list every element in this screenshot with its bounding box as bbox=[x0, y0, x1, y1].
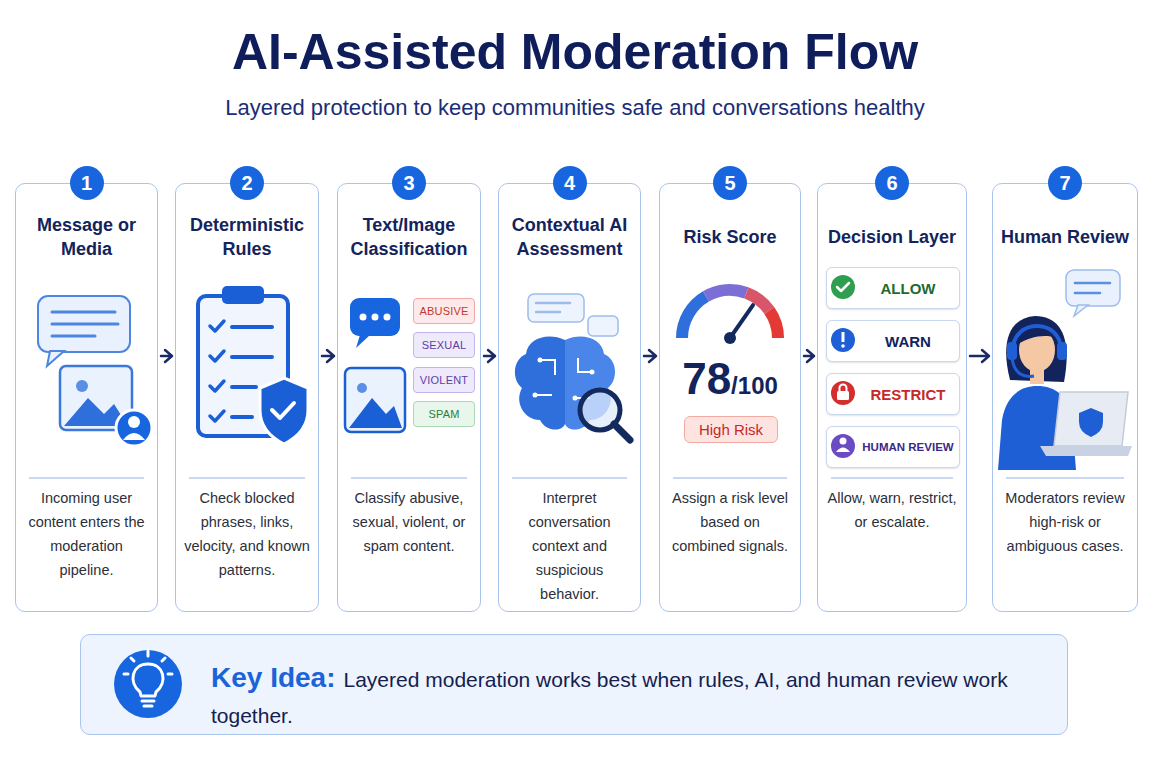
step-number: 5 bbox=[713, 166, 747, 200]
step-number: 7 bbox=[1048, 166, 1082, 200]
step-number: 4 bbox=[553, 166, 587, 200]
card-heading: Risk Score bbox=[664, 210, 796, 264]
tag-text: ABUSIVE bbox=[419, 305, 468, 317]
process-card: Risk Score 78/100Assign a risk level base… bbox=[659, 183, 801, 612]
card-description: Allow, warn, restrict, or escalate. bbox=[825, 486, 959, 534]
key-idea-label: Key Idea: bbox=[211, 662, 336, 693]
process-card: Deterministic RulesCheck blocked phrases… bbox=[175, 183, 319, 612]
pill-text: High Risk bbox=[699, 421, 763, 438]
card-description: Moderators review high-risk or ambiguous… bbox=[1000, 486, 1130, 558]
card-description: Check blocked phrases, links, velocity, … bbox=[183, 486, 311, 582]
num-text: 3 bbox=[403, 173, 414, 193]
arrow-path bbox=[484, 350, 495, 362]
num-text: 2 bbox=[241, 173, 252, 193]
arrow-path bbox=[804, 350, 814, 362]
flow-arrow bbox=[804, 350, 814, 362]
tag-text: SPAM bbox=[428, 408, 459, 420]
process-card: Contextual AI AssessmentInterpret conver… bbox=[498, 183, 641, 612]
decision-button: RESTRICT bbox=[826, 373, 960, 415]
decision-button: HUMAN REVIEW bbox=[826, 426, 960, 468]
card-description: Classify abusive, sexual, violent, or sp… bbox=[345, 486, 473, 558]
process-card: Message or MediaIncoming user content en… bbox=[15, 183, 158, 612]
flow-arrow bbox=[644, 350, 656, 362]
category-tag: ABUSIVE bbox=[413, 298, 475, 324]
arrow-path bbox=[322, 350, 334, 362]
step-number: 6 bbox=[875, 166, 909, 200]
process-card: Decision LayerAllow, warn, restrict, or … bbox=[817, 183, 967, 612]
num-text: 4 bbox=[564, 173, 575, 193]
tag-text: VIOLENT bbox=[420, 374, 468, 386]
arrow-path bbox=[970, 350, 989, 362]
key-idea-box: Key Idea:Layered moderation works best w… bbox=[80, 634, 1068, 735]
card-heading: Decision Layer bbox=[822, 210, 962, 264]
btn-text: ALLOW bbox=[881, 280, 936, 297]
process-card: Human ReviewModerators review high-risk … bbox=[992, 183, 1138, 612]
score-scale: /100 bbox=[731, 361, 778, 411]
flow-arrow bbox=[161, 350, 172, 362]
step-number: 3 bbox=[392, 166, 426, 200]
score-value: 78 bbox=[682, 354, 731, 404]
category-tag: SEXUAL bbox=[413, 332, 475, 358]
num-text: 1 bbox=[81, 173, 92, 193]
num-text: 6 bbox=[886, 173, 897, 193]
decision-button: ALLOW bbox=[826, 267, 960, 309]
step-number: 1 bbox=[70, 166, 104, 200]
card-heading: Deterministic Rules bbox=[180, 210, 314, 264]
card-heading: Human Review bbox=[997, 210, 1133, 264]
btn-text: RESTRICT bbox=[871, 386, 946, 403]
category-tag: VIOLENT bbox=[413, 367, 475, 393]
process-card: Text/Image ClassificationClassify abusiv… bbox=[337, 183, 481, 612]
flow-arrow bbox=[484, 350, 495, 362]
step-number: 2 bbox=[230, 166, 264, 200]
btn-text: WARN bbox=[885, 333, 931, 350]
category-tag: SPAM bbox=[413, 401, 475, 427]
arrow-path bbox=[644, 350, 656, 362]
btn-text: HUMAN REVIEW bbox=[862, 441, 953, 453]
num-text: 5 bbox=[724, 173, 735, 193]
subtitle-label: Layered protection to keep communities s… bbox=[0, 94, 1150, 122]
num-text: 7 bbox=[1059, 173, 1070, 193]
flow-arrow bbox=[322, 350, 334, 362]
card-heading: Message or Media bbox=[20, 210, 153, 264]
card-heading: Text/Image Classification bbox=[342, 210, 476, 264]
arrow-path bbox=[161, 350, 172, 362]
card-description: Interpret conversation context and suspi… bbox=[506, 486, 633, 606]
decision-button: WARN bbox=[826, 320, 960, 362]
card-description: Assign a risk level based on combined si… bbox=[667, 486, 793, 558]
tag-text: SEXUAL bbox=[422, 339, 467, 351]
card-heading: Contextual AI Assessment bbox=[503, 210, 636, 264]
diagram-title: AI-Assisted Moderation Flow bbox=[0, 22, 1150, 82]
score-row: 78/100 bbox=[660, 354, 800, 411]
flow-arrow bbox=[970, 350, 989, 362]
card-description: Incoming user content enters the moderat… bbox=[23, 486, 150, 582]
risk-badge: High Risk bbox=[684, 416, 778, 443]
